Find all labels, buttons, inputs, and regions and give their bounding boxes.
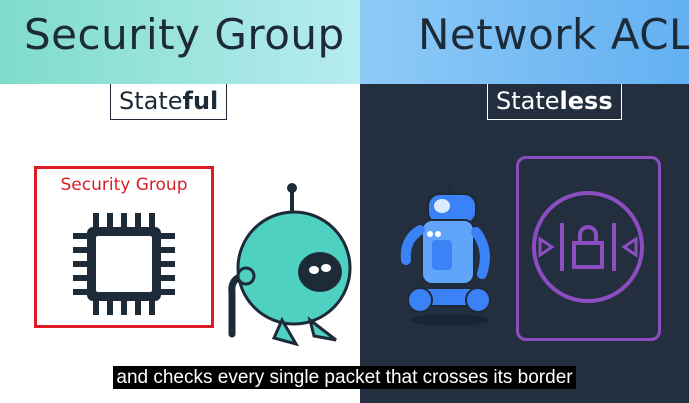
stateless-panel	[360, 84, 689, 403]
security-group-box-label: Security Group	[60, 175, 188, 195]
subtitle-caption: and checks every single packet that cros…	[0, 366, 689, 389]
network-acl-lock-icon	[532, 191, 644, 303]
stateful-tag-bold: ful	[182, 87, 219, 115]
network-acl-box	[516, 156, 661, 341]
network-acl-title: Network ACL	[418, 10, 689, 59]
stateless-tag: Stateless	[487, 84, 622, 120]
stateful-tag-prefix: State	[119, 87, 183, 115]
network-acl-banner: Network ACL	[360, 0, 689, 84]
security-group-box: Security Group	[34, 166, 214, 328]
subtitle-text: and checks every single packet that cros…	[113, 366, 576, 389]
chip-icon	[73, 213, 175, 315]
wheeled-robot-icon	[400, 182, 491, 326]
security-group-banner: Security Group	[0, 0, 360, 84]
stateful-tag: Stateful	[110, 84, 228, 120]
security-group-title: Security Group	[24, 10, 345, 59]
stateless-tag-prefix: State	[496, 87, 560, 115]
stateless-tag-bold: less	[559, 87, 613, 115]
round-robot-icon	[228, 183, 352, 347]
